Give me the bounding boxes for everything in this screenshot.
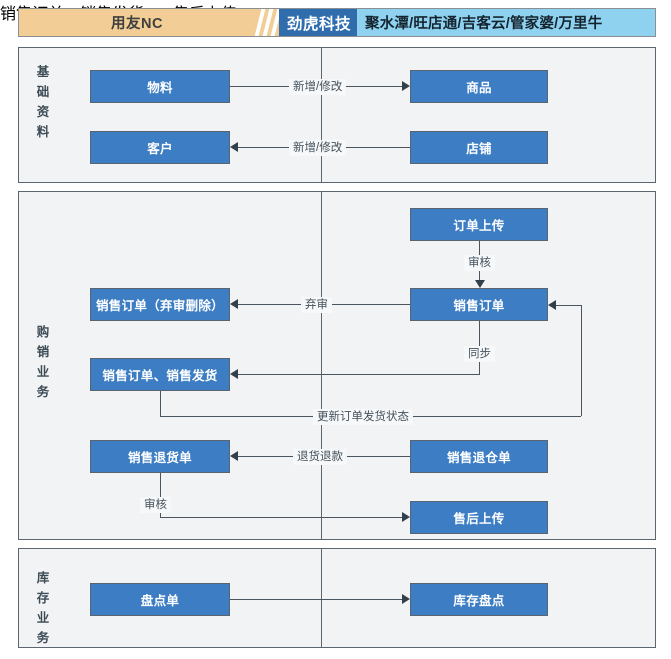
edge-update-ship-arrow bbox=[548, 300, 556, 310]
edge-audit-return-arrow bbox=[402, 512, 410, 522]
node-material[interactable]: 物料 bbox=[90, 70, 230, 103]
edge-unapprove-arrow bbox=[230, 299, 238, 309]
header-right-systems: 聚水潭/旺店通/吉客云/管家婆/万里牛 bbox=[357, 9, 655, 36]
section-sales-label: 购销业务 bbox=[36, 325, 50, 399]
node-product[interactable]: 商品 bbox=[410, 70, 548, 103]
section-inventory-label: 库存业务 bbox=[36, 571, 50, 645]
section-sales-divider bbox=[321, 192, 322, 539]
edge-material-to-product-arrow bbox=[402, 81, 410, 91]
section-basic-divider bbox=[321, 48, 322, 182]
node-shop[interactable]: 店铺 bbox=[410, 131, 548, 164]
brand-stripes-icon bbox=[255, 9, 281, 36]
node-aftersale-upload[interactable]: 售后上传 bbox=[410, 501, 548, 534]
edge-label-add-modify-2: 新增/修改 bbox=[289, 140, 347, 156]
header-company-name: 劲虎科技 bbox=[286, 15, 351, 33]
edge-label-update-ship-state: 更新订单发货状态 bbox=[313, 409, 413, 425]
header-bar: 用友NC 劲虎科技 聚水潭/旺店通/吉客云/管家婆/万里牛 bbox=[18, 8, 656, 37]
node-sales-warehouse-return[interactable]: 销售退仓单 bbox=[410, 440, 548, 473]
edge-label-add-modify-1: 新增/修改 bbox=[289, 79, 347, 95]
edge-label-audit-order: 审核 bbox=[464, 255, 495, 271]
node-customer[interactable]: 客户 bbox=[90, 131, 230, 164]
section-basic-label: 基础资料 bbox=[36, 65, 50, 139]
edge-label-sync: 同步 bbox=[464, 346, 495, 362]
edge-stock-count-line bbox=[230, 599, 403, 600]
node-sales-return[interactable]: 销售退货单 bbox=[90, 440, 230, 473]
node-sales-order[interactable]: 销售订单 bbox=[410, 288, 548, 321]
edge-shop-to-customer-arrow bbox=[230, 142, 238, 152]
header-left-system: 用友NC bbox=[19, 9, 255, 36]
edge-upload-to-order-arrow bbox=[475, 280, 485, 288]
edge-update-ship-v-left bbox=[160, 391, 161, 416]
edge-label-return-refund: 退货退款 bbox=[293, 449, 347, 465]
node-sales-order-and-shipment[interactable]: 销售订单、销售发货 bbox=[90, 358, 230, 391]
edge-sync-horizontal bbox=[238, 374, 480, 375]
edge-label-audit-return: 审核 bbox=[140, 497, 171, 513]
edge-sync-arrow bbox=[230, 369, 238, 379]
edge-update-ship-into-order bbox=[556, 305, 581, 306]
edge-label-unapprove: 弃审 bbox=[301, 297, 332, 313]
edge-return-refund-arrow bbox=[230, 451, 238, 461]
edge-audit-return-vertical bbox=[160, 473, 161, 517]
edge-stock-count-arrow bbox=[402, 594, 410, 604]
header-brand-block: 劲虎科技 bbox=[255, 9, 357, 36]
edge-audit-return-horizontal bbox=[160, 517, 403, 518]
node-stock-count[interactable]: 库存盘点 bbox=[410, 583, 548, 616]
edge-update-ship-v-right bbox=[581, 305, 582, 416]
node-sales-order-deleted[interactable]: 销售订单（弃审删除） bbox=[90, 288, 230, 321]
section-inventory-divider bbox=[321, 549, 322, 647]
node-order-upload[interactable]: 订单上传 bbox=[410, 208, 548, 241]
node-stock-count-doc[interactable]: 盘点单 bbox=[90, 583, 230, 616]
